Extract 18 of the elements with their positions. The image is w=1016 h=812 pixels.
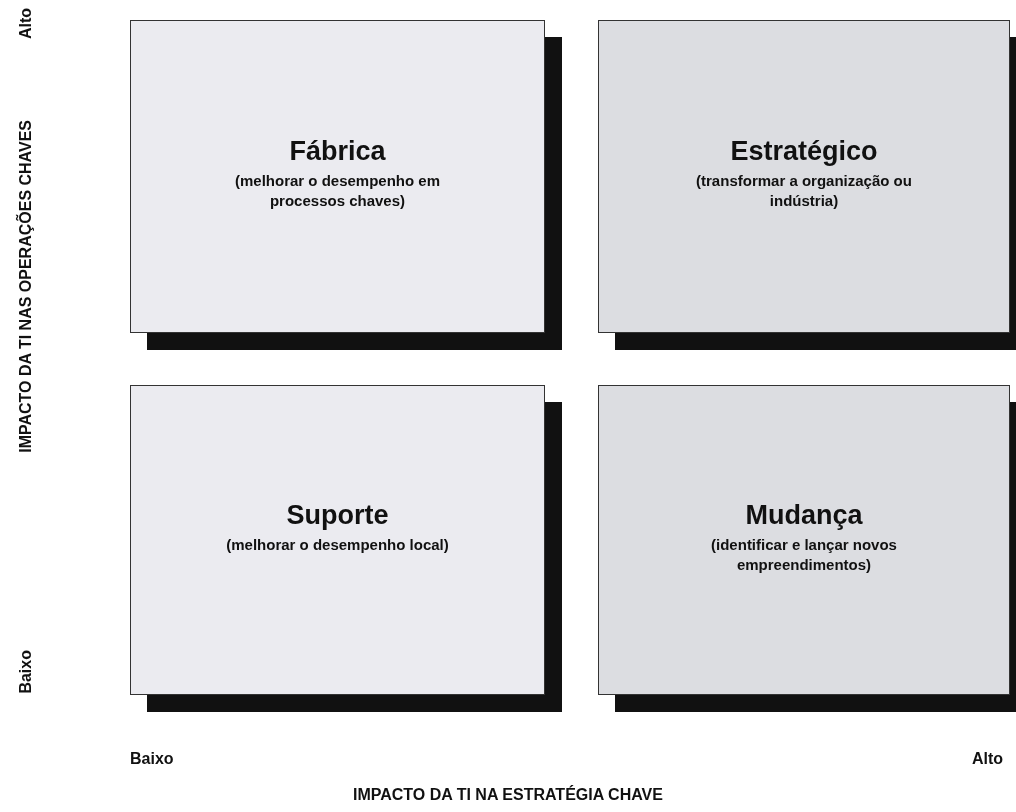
axis-label: Baixo xyxy=(17,650,35,694)
quadrant-description: (melhorar o desempenho local) xyxy=(225,534,450,555)
quadrant-box xyxy=(598,20,1010,333)
quadrant-title: Mudança xyxy=(745,499,863,531)
quadrant-title: Suporte xyxy=(286,499,389,531)
axis-label: Alto xyxy=(17,8,35,40)
quadrant-box xyxy=(598,385,1010,695)
quadrant-box xyxy=(130,20,545,333)
axis-title: IMPACTO DA TI NA ESTRATÉGIA CHAVE xyxy=(353,786,663,804)
axis-title: IMPACTO DA TI NAS OPERAÇÕES CHAVES xyxy=(17,120,35,453)
quadrant-box xyxy=(130,385,545,695)
quadrant-title: Estratégico xyxy=(730,136,878,168)
quadrant-description: (transformar a organização ou indústria) xyxy=(695,171,913,212)
quadrant-description: (identificar e lançar novos empreendimentos) xyxy=(710,534,898,575)
axis-label: Alto xyxy=(972,750,1004,768)
quadrant-title: Fábrica xyxy=(289,136,386,168)
quadrant-description: (melhorar o desempenho em processos chaves) xyxy=(233,171,442,212)
axis-label: Baixo xyxy=(130,750,174,768)
